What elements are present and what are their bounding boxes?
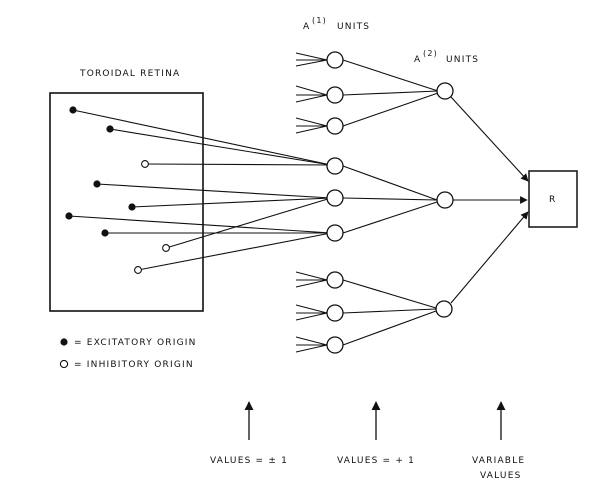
a1-units-label: A (1) UNITS xyxy=(303,16,370,32)
retina-box xyxy=(49,92,204,312)
a2-unit xyxy=(436,191,454,209)
a1-to-a2-connections xyxy=(342,59,439,346)
values-right-line1: VARIABLE xyxy=(472,456,525,466)
a1-unit xyxy=(326,86,344,104)
svg-text:UNITS: UNITS xyxy=(446,55,479,65)
svg-text:A: A xyxy=(414,55,421,65)
a1-units xyxy=(326,51,344,354)
a1-unit xyxy=(326,304,344,322)
values-middle-label: VALUES = + 1 xyxy=(337,456,415,466)
a1-unit xyxy=(326,117,344,135)
a1-input-lines xyxy=(295,52,328,353)
legend: = EXCITATORY ORIGIN = INHIBITORY ORIGIN xyxy=(59,338,197,370)
excitatory-origins xyxy=(65,106,136,237)
legend-inhibitory-label: = INHIBITORY ORIGIN xyxy=(74,360,194,370)
a2-to-r-connections xyxy=(450,96,529,304)
svg-text:UNITS: UNITS xyxy=(337,22,370,32)
response-unit-label: R xyxy=(549,195,556,205)
legend-excitatory-dot xyxy=(60,338,68,346)
retina-title: TOROIDAL RETINA xyxy=(79,69,180,79)
a1-unit xyxy=(326,224,344,242)
value-arrows xyxy=(244,401,506,440)
response-unit-box xyxy=(528,170,578,228)
a2-units xyxy=(435,82,454,318)
values-left-label: VALUES = ± 1 xyxy=(210,456,288,466)
inhibitory-origins xyxy=(134,160,170,274)
a1-unit xyxy=(326,157,344,175)
a2-units-label: A (2) UNITS xyxy=(414,49,479,65)
values-right-line2: VALUES xyxy=(480,471,522,481)
a2-unit xyxy=(436,82,454,100)
a1-unit xyxy=(326,336,344,354)
svg-text:A: A xyxy=(303,22,310,32)
svg-text:(1): (1) xyxy=(312,16,327,25)
a1-unit xyxy=(326,51,344,69)
legend-inhibitory-dot xyxy=(59,359,69,369)
retina-connections xyxy=(68,109,332,271)
a2-unit xyxy=(435,300,453,318)
legend-excitatory-label: = EXCITATORY ORIGIN xyxy=(74,338,197,348)
a1-unit xyxy=(326,271,344,289)
svg-text:(2): (2) xyxy=(423,49,438,58)
a1-unit xyxy=(326,189,344,207)
